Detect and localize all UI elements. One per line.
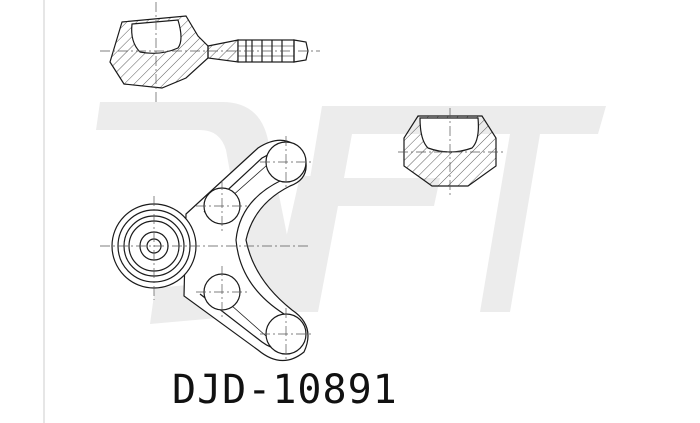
top-view-stud-tip	[293, 39, 309, 63]
top-side-view	[100, 2, 320, 104]
right-section-view	[398, 108, 506, 196]
section-cavity	[419, 117, 479, 153]
main-plan-view	[100, 136, 312, 362]
part-code-label: DJD-10891	[172, 367, 398, 413]
top-view-socket-cavity	[131, 19, 182, 54]
